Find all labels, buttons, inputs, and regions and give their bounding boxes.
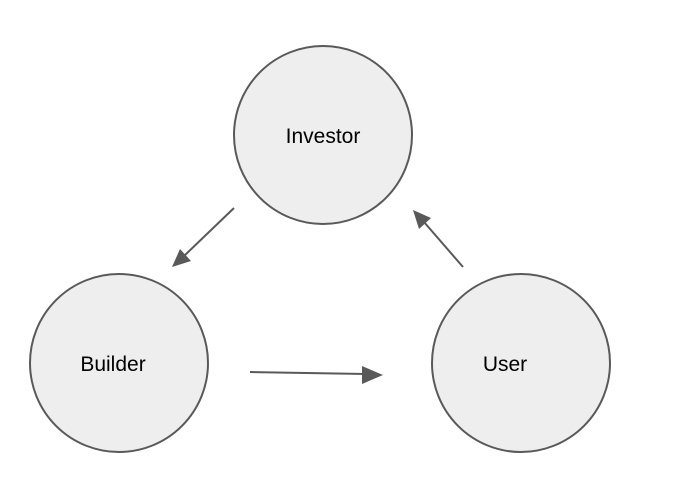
node-builder-circle <box>29 273 209 453</box>
node-user-label: User <box>483 353 527 376</box>
arrow-user-to-investor-shaft <box>423 221 464 268</box>
node-investor: Investor <box>233 45 413 225</box>
arrow-builder-to-user <box>249 366 383 384</box>
arrow-user-to-investor-head <box>413 210 431 229</box>
node-user: User <box>431 273 611 453</box>
node-user-circle <box>431 273 611 453</box>
arrow-investor-to-builder-head <box>172 249 191 267</box>
arrow-investor-to-builder <box>172 207 235 267</box>
arrow-user-to-investor <box>413 210 464 268</box>
arrow-builder-to-user-shaft <box>249 371 367 375</box>
arrow-builder-to-user-head <box>362 366 383 384</box>
node-investor-label: Investor <box>286 125 361 148</box>
node-investor-circle <box>233 45 413 225</box>
arrow-investor-to-builder-shaft <box>183 207 235 257</box>
node-builder: Builder <box>29 273 209 453</box>
node-builder-label: Builder <box>80 353 145 376</box>
